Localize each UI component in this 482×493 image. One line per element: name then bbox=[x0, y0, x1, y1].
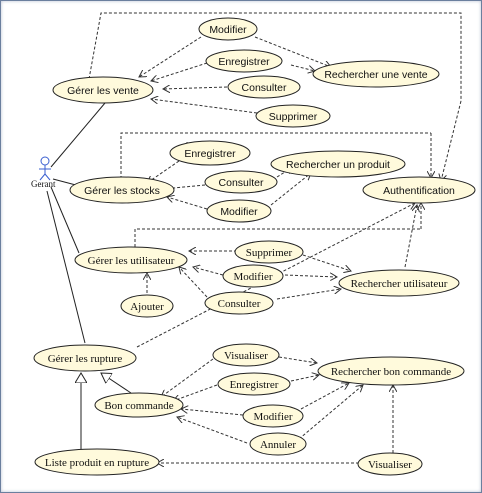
association-line bbox=[46, 190, 86, 344]
use-case-label: Rechercher une vente bbox=[324, 69, 427, 81]
use-case-gerer-rupture[interactable]: Gérer les rupture bbox=[33, 344, 137, 372]
dependency-line bbox=[298, 385, 363, 440]
use-case-label: Ajouter bbox=[130, 301, 164, 313]
generalization-line bbox=[101, 373, 132, 394]
use-case-enregistrer-vente[interactable]: Enregistrer bbox=[205, 49, 283, 73]
use-case-annuler-bon-commande[interactable]: Annuler bbox=[249, 432, 307, 456]
dependency-line bbox=[139, 36, 202, 77]
use-case-label: Consulter bbox=[218, 298, 261, 310]
use-case-label: Gérer les vente bbox=[67, 85, 139, 97]
dependency-line bbox=[254, 36, 331, 67]
actor-gerant bbox=[39, 156, 51, 181]
association-line bbox=[50, 102, 106, 168]
use-case-visualiser-bon-commande[interactable]: Visualiser bbox=[212, 343, 280, 367]
dependency-line bbox=[302, 254, 351, 271]
actor-label: Gerant bbox=[31, 179, 56, 189]
use-case-authentification[interactable]: Authentification bbox=[362, 176, 476, 204]
use-case-modifier-vente[interactable]: Modifier bbox=[198, 17, 258, 41]
dependency-line bbox=[290, 375, 319, 382]
dependency-line bbox=[151, 62, 208, 81]
dependency-line bbox=[284, 275, 337, 277]
use-case-label: Annuler bbox=[260, 439, 296, 451]
dependency-line bbox=[404, 205, 417, 268]
use-case-label: Supprimer bbox=[269, 111, 318, 123]
use-case-label: Enregistrer bbox=[218, 56, 270, 68]
dependency-line bbox=[276, 289, 341, 300]
dependency-line bbox=[151, 99, 258, 114]
dependency-line bbox=[179, 267, 208, 298]
use-case-label: Gérer les rupture bbox=[48, 353, 123, 365]
dependency-line bbox=[441, 100, 462, 181]
actor-associations bbox=[46, 102, 106, 344]
dependency-line bbox=[290, 64, 315, 71]
actor-leg-icon bbox=[39, 173, 46, 181]
use-case-supprimer-utilisateur[interactable]: Supprimer bbox=[234, 240, 304, 264]
use-case-label: Gérer les utilisateur bbox=[88, 255, 175, 267]
use-case-label: Modifier bbox=[220, 206, 258, 218]
dependency-line bbox=[120, 132, 431, 179]
actor-head-icon bbox=[40, 156, 50, 166]
use-case-rechercher-utilisateur[interactable]: Rechercher utilisateur bbox=[338, 269, 460, 297]
use-case-liste-produit-rupture[interactable]: Liste produit en rupture bbox=[34, 448, 160, 476]
generalization-arrows bbox=[81, 373, 132, 449]
use-case-label: Modifier bbox=[253, 411, 292, 423]
dependency-line bbox=[193, 267, 224, 276]
association-line bbox=[50, 186, 80, 254]
use-case-label: Supprimer bbox=[246, 247, 293, 259]
dependency-line bbox=[278, 356, 317, 363]
use-case-gerer-stocks[interactable]: Gérer les stocks bbox=[69, 176, 175, 204]
dependency-line bbox=[163, 87, 228, 89]
use-case-label: Modifier bbox=[209, 24, 247, 36]
use-case-modifier-utilisateur[interactable]: Modifier bbox=[222, 264, 284, 288]
dependency-line bbox=[161, 358, 214, 397]
use-case-bon-commande[interactable]: Bon commande bbox=[94, 392, 184, 418]
use-case-label: Bon commande bbox=[104, 400, 173, 412]
dependency-line bbox=[167, 197, 208, 210]
use-case-label: Consulter bbox=[242, 82, 287, 94]
dependency-line bbox=[134, 228, 421, 247]
use-case-consulter-stock[interactable]: Consulter bbox=[204, 170, 278, 194]
use-case-modifier-bon-commande[interactable]: Modifier bbox=[242, 404, 304, 428]
use-case-label: Rechercher utilisateur bbox=[351, 278, 448, 290]
use-case-visualiser-liste-rupture[interactable]: Visualiser bbox=[357, 452, 423, 476]
use-case-enregistrer-stock[interactable]: Enregistrer bbox=[169, 140, 251, 166]
use-case-supprimer-vente[interactable]: Supprimer bbox=[255, 104, 331, 128]
use-case-label: Visualiser bbox=[224, 350, 268, 362]
use-case-label: Consulter bbox=[219, 177, 264, 189]
use-case-gerer-utilisateur[interactable]: Gérer les utilisateur bbox=[74, 246, 188, 274]
use-case-consulter-utilisateur[interactable]: Consulter bbox=[204, 291, 274, 315]
use-case-rechercher-bon-commande[interactable]: Rechercher bon commande bbox=[317, 356, 465, 386]
use-case-consulter-vente[interactable]: Consulter bbox=[227, 75, 301, 99]
dependency-line bbox=[300, 383, 349, 410]
use-case-ajouter-utilisateur[interactable]: Ajouter bbox=[120, 294, 174, 318]
use-case-label: Gérer les stocks bbox=[84, 185, 160, 197]
use-case-label: Enregistrer bbox=[230, 379, 279, 391]
use-case-modifier-stock[interactable]: Modifier bbox=[206, 199, 272, 223]
dependency-line bbox=[177, 417, 248, 444]
actor-leg-icon bbox=[44, 173, 51, 181]
use-case-label: Rechercher un produit bbox=[286, 159, 390, 171]
use-case-label: Visualiser bbox=[368, 459, 412, 471]
dependency-line bbox=[181, 409, 244, 416]
use-case-label: Rechercher bon commande bbox=[331, 366, 451, 378]
dependency-line bbox=[173, 384, 218, 401]
dependency-line bbox=[88, 12, 462, 101]
use-case-label: Liste produit en rupture bbox=[45, 457, 149, 469]
use-case-gerer-vente[interactable]: Gérer les vente bbox=[52, 76, 154, 104]
dependency-arrows bbox=[88, 12, 462, 463]
use-case-enregistrer-bon-commande[interactable]: Enregistrer bbox=[217, 372, 291, 396]
use-case-rechercher-vente[interactable]: Rechercher une vente bbox=[312, 60, 440, 88]
use-case-label: Authentification bbox=[383, 185, 455, 197]
use-case-rechercher-produit[interactable]: Rechercher un produit bbox=[270, 150, 406, 178]
use-case-label: Enregistrer bbox=[184, 148, 236, 160]
dependency-line bbox=[270, 173, 311, 206]
use-case-label: Modifier bbox=[233, 271, 272, 283]
